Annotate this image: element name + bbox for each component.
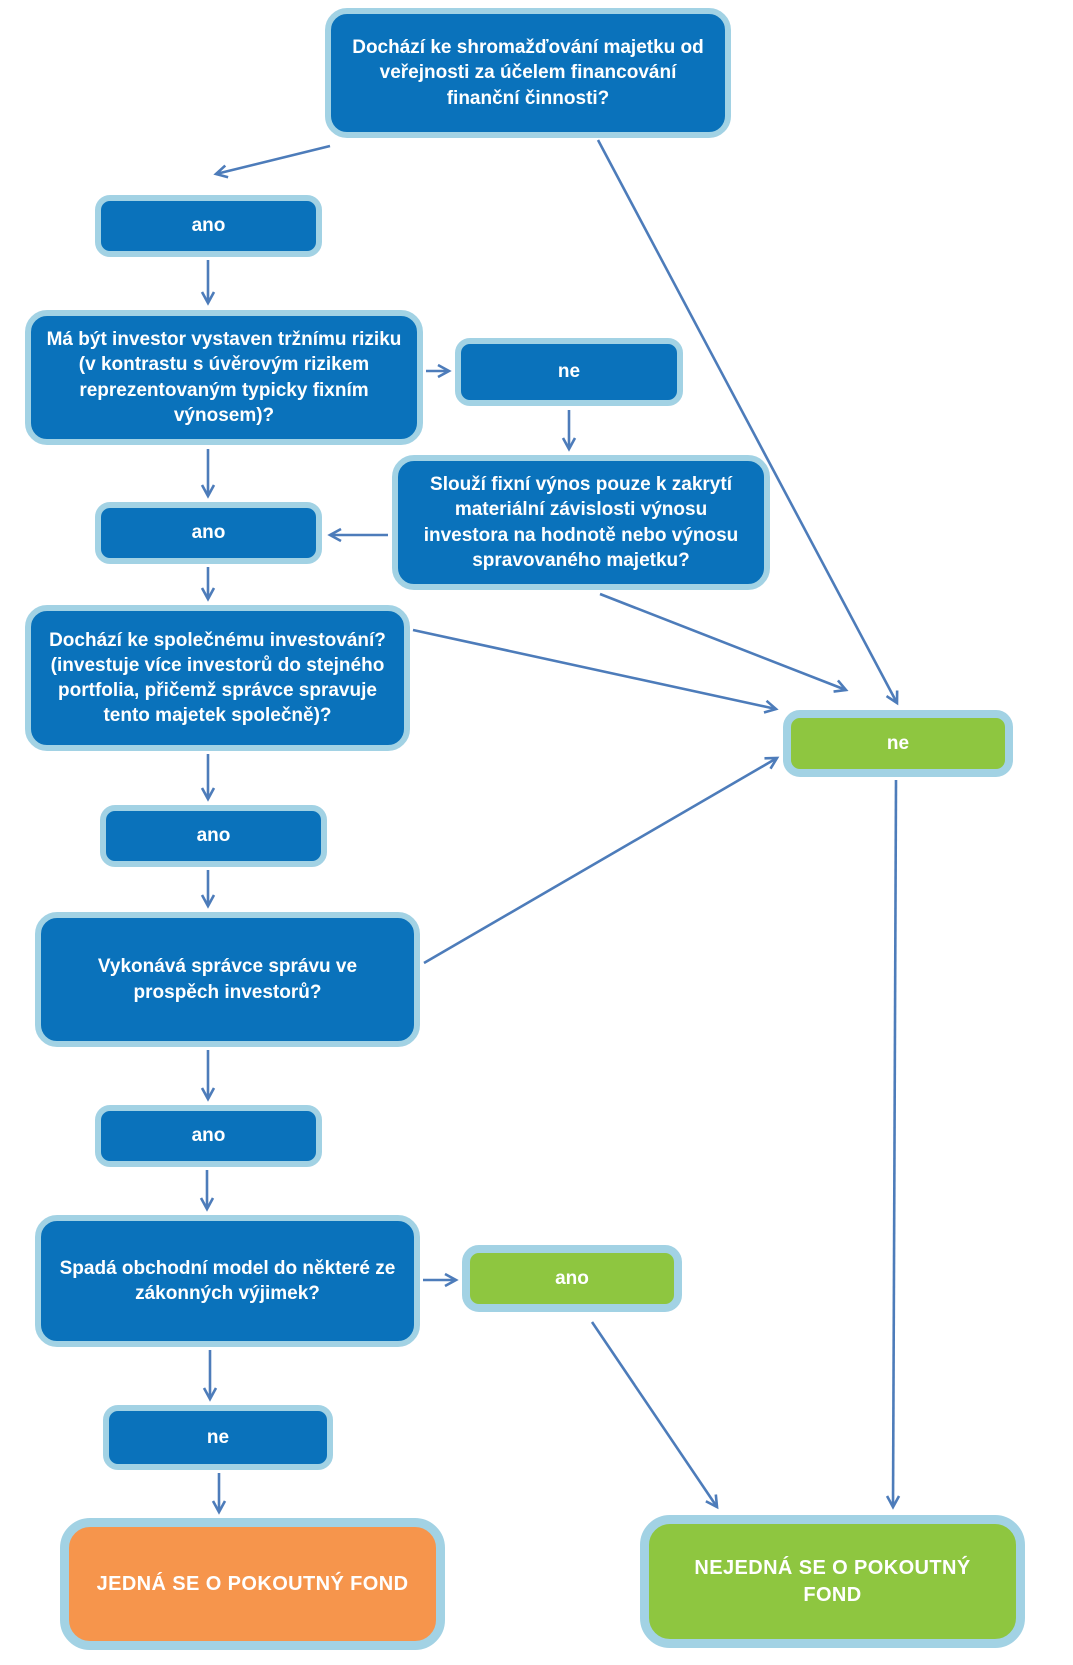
node-label: ano — [555, 1267, 589, 1289]
arrow-ne-green-to-result-negative — [885, 779, 901, 1510]
node-label: ne — [206, 1426, 230, 1448]
arrow-q4-to-ne-green — [412, 628, 779, 714]
node-label: Dochází ke shromažďování majetku od veře… — [352, 37, 704, 109]
node-answer-ne-2: ne — [103, 1405, 333, 1470]
node-label: Slouží fixní výnos pouze k zakrytí mater… — [423, 474, 739, 571]
node-label: Má být investor vystaven tržnímu riziku … — [46, 329, 402, 426]
node-label: NEJEDNÁ SE O POKOUTNÝ FOND — [694, 1557, 971, 1606]
node-answer-ano-2: ano — [95, 502, 322, 564]
node-answer-ne-green: ne — [783, 710, 1013, 777]
node-question-benefit-of-investors: Vykonává správce správu ve prospěch inve… — [35, 912, 420, 1047]
node-label: ano — [196, 825, 231, 847]
node-result-is-illegal-fund: JEDNÁ SE O POKOUTNÝ FOND — [60, 1518, 445, 1650]
node-label: ano — [191, 522, 226, 544]
node-label: ano — [191, 215, 226, 237]
arrow-q1-to-ne-green — [596, 139, 899, 706]
node-label: Spadá obchodní model do některé ze zákon… — [59, 1257, 396, 1304]
node-question-legal-exception: Spadá obchodní model do některé ze zákon… — [35, 1215, 420, 1347]
arrow-q3-to-ne-green — [599, 592, 849, 693]
node-question-collecting-assets: Dochází ke shromažďování majetku od veře… — [325, 8, 731, 138]
node-question-joint-investing: Dochází ke společnému investování? (inve… — [25, 605, 410, 751]
node-answer-ne-1: ne — [455, 338, 683, 406]
node-answer-ano-3: ano — [100, 805, 327, 867]
arrow-q1-to-ano1 — [213, 144, 331, 179]
node-question-market-risk: Má být investor vystaven tržnímu riziku … — [25, 310, 423, 445]
node-label: Vykonává správce správu ve prospěch inve… — [97, 956, 358, 1003]
node-label: Dochází ke společnému investování? (inve… — [49, 629, 386, 727]
arrow-ano-green-to-result-negative — [590, 1321, 719, 1510]
node-label: JEDNÁ SE O POKOUTNÝ FOND — [96, 1572, 409, 1595]
node-label: ne — [886, 732, 910, 754]
arrow-q5-to-ne-green — [423, 756, 780, 965]
node-answer-ano-green: ano — [462, 1245, 682, 1312]
node-question-fixed-income: Slouží fixní výnos pouze k zakrytí mater… — [392, 455, 770, 590]
node-label: ne — [557, 361, 581, 383]
node-label: ano — [191, 1125, 226, 1147]
node-result-is-not-illegal-fund: NEJEDNÁ SE O POKOUTNÝ FOND — [640, 1515, 1025, 1648]
node-answer-ano-1: ano — [95, 195, 322, 257]
node-answer-ano-4: ano — [95, 1105, 322, 1167]
